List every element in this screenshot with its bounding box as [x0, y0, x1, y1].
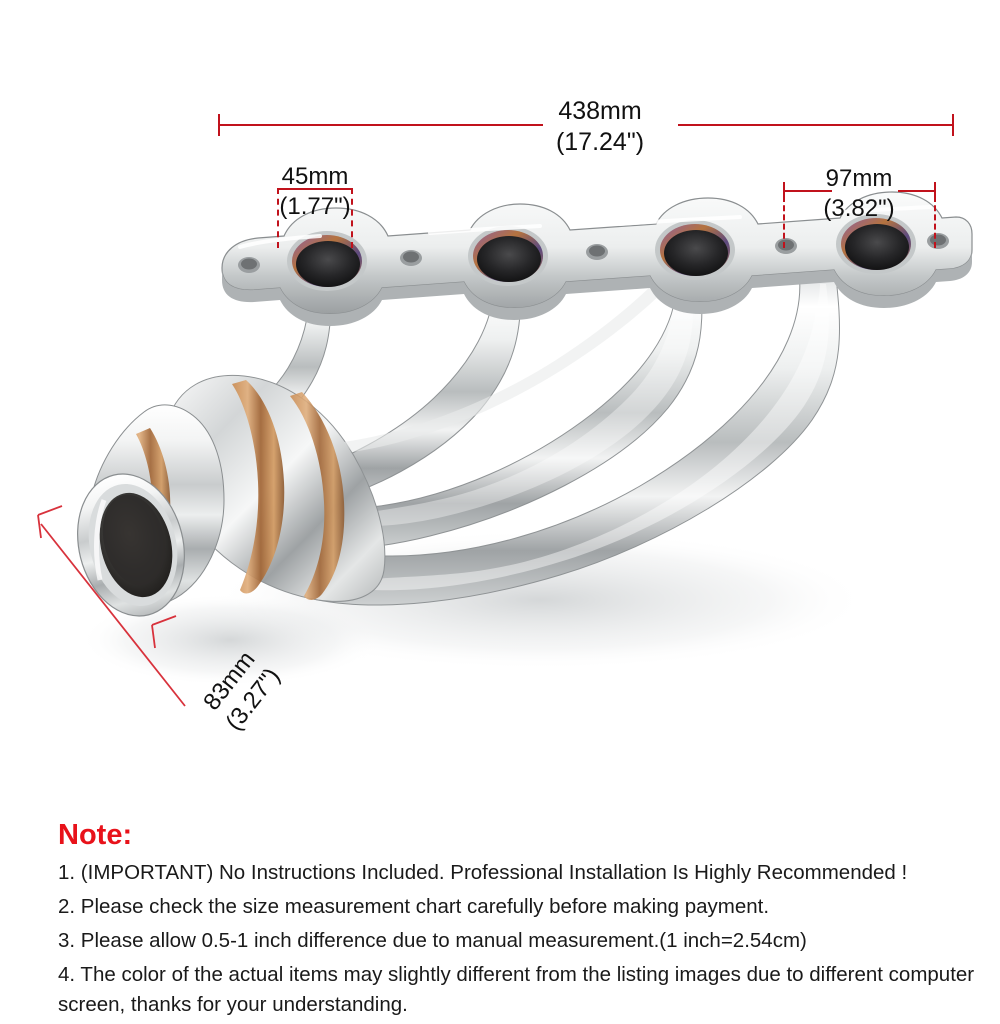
dim-line-bolt-right-seg	[898, 190, 935, 192]
note-item-2: 2. Please check the size measurement cha…	[58, 895, 770, 918]
overall-imperial: (17.24")	[555, 128, 645, 156]
dim-ext-port-right	[351, 188, 353, 248]
dim-line-left-segment	[218, 124, 543, 126]
dimension-bolt-label: 97mm (3.82")	[784, 164, 934, 224]
port-imperial: (1.77")	[279, 193, 351, 220]
dim-ext-bolt-left	[783, 196, 785, 248]
notes-title: Note:	[58, 819, 133, 851]
dimension-overall-label: 438mm (17.24")	[496, 96, 704, 158]
dim-line-bolt-left-seg	[783, 190, 832, 192]
dimension-port-label: 45mm (1.77")	[240, 162, 390, 222]
note-item-3: 3. Please allow 0.5-1 inch difference du…	[58, 929, 807, 952]
dim-cap-right	[952, 114, 954, 136]
dim-ext-port-left	[277, 188, 279, 248]
bolt-metric: 97mm	[825, 165, 893, 192]
dim-ext-bolt-right	[934, 196, 936, 248]
dim-line-right-segment	[678, 124, 954, 126]
dim-line-port	[277, 188, 353, 190]
bolt-imperial: (3.82")	[823, 195, 895, 222]
note-item-1: 1. (IMPORTANT) No Instructions Included.…	[58, 861, 908, 884]
notes-block: Note: 1. (IMPORTANT) No Instructions Inc…	[58, 818, 988, 1024]
note-item-4: 4. The color of the actual items may sli…	[58, 963, 975, 1016]
overall-metric: 438mm	[558, 97, 642, 125]
port-metric: 45mm	[281, 163, 349, 190]
product-dimension-page: 438mm (17.24") 45mm (1.77") 97mm (3.82")	[37, 96, 974, 1016]
dim-cap-bolt-right	[934, 182, 936, 198]
